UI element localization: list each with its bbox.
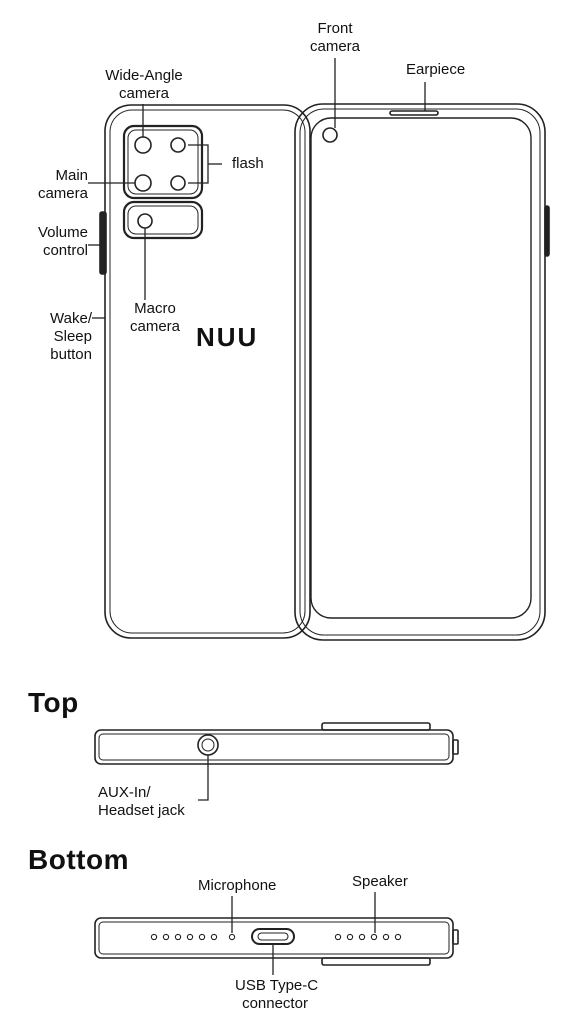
nuu-logo: NUU (196, 322, 259, 352)
front-camera-lens (322, 127, 338, 143)
bottom-view-device (94, 892, 459, 975)
volume-control-label: Volume control (37, 224, 88, 259)
flash-label: flash (232, 155, 264, 172)
wide-angle-lens (134, 136, 152, 154)
aux-headset-jack-label: AUX-In/ Headset jack (98, 784, 185, 819)
macro-lens (137, 213, 153, 229)
top-view-device (94, 722, 459, 801)
volume-button (99, 211, 107, 275)
wide-angle-camera-label: Wide-Angle camera (105, 67, 183, 102)
bottom-section-heading: Bottom (28, 844, 129, 875)
flash-bottom (170, 175, 186, 191)
microphone-holes (150, 933, 236, 941)
speaker-label: Speaker (352, 873, 408, 890)
headset-jack (197, 734, 219, 756)
main-lens (134, 174, 152, 192)
usb-type-c-label: USB Type-C connector (235, 977, 319, 1012)
main-camera-label: Main camera (37, 167, 88, 202)
phone-front-outline (294, 103, 546, 641)
speaker-holes (334, 933, 402, 941)
macro-camera-label: Macro camera (129, 300, 181, 335)
flash-top (170, 137, 186, 153)
top-section-heading: Top (28, 687, 79, 718)
leader-lines (88, 58, 426, 319)
wake-sleep-button-label: Wake/ Sleep button (50, 310, 92, 363)
earpiece-label: Earpiece (406, 61, 466, 78)
microphone-label: Microphone (198, 877, 277, 894)
front-camera-label: Front camera (309, 20, 361, 55)
camera-module (122, 124, 204, 240)
side-button-right (544, 205, 550, 257)
phone-back-outline (104, 104, 311, 639)
earpiece-slot (389, 110, 439, 116)
